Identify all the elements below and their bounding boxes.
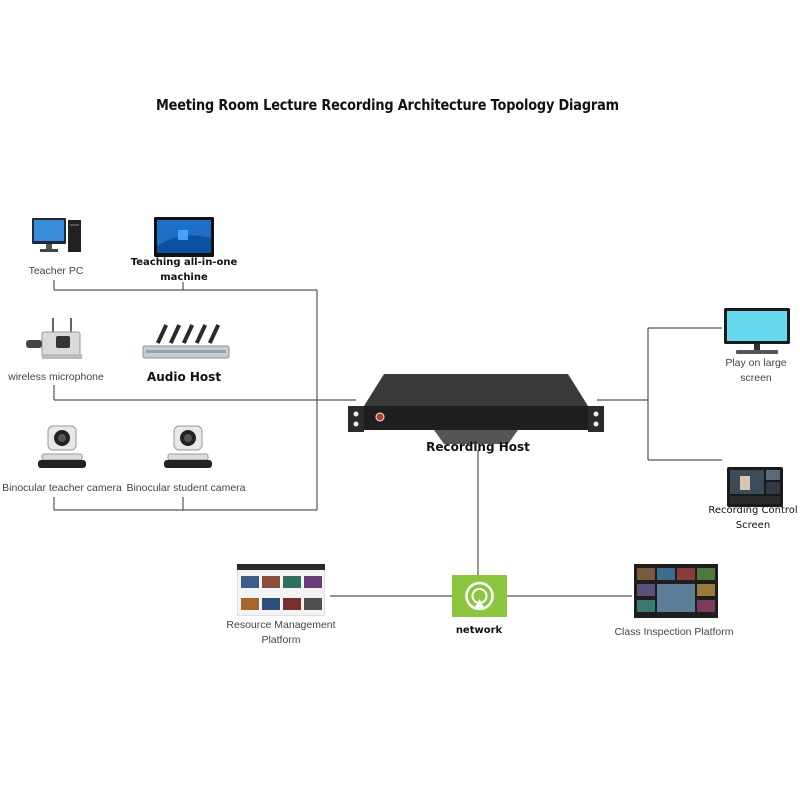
wireless-microphone-icon <box>26 318 82 359</box>
recording-control-screen-label: Recording Control Screen <box>708 505 798 531</box>
recording-control-screen-icon <box>727 467 783 507</box>
teaching-all-in-one-label: Teaching all-in-one machine <box>130 257 238 283</box>
binocular-student-camera-icon <box>164 425 212 468</box>
resource-management-platform-icon <box>237 564 325 616</box>
diagram-title: Meeting Room Lecture Recording Architect… <box>155 96 619 114</box>
network-label: network <box>455 625 503 636</box>
audio-host-icon <box>142 324 230 359</box>
recording-host-icon <box>348 374 604 444</box>
resource-management-platform-label: Resource Management Platform <box>226 619 336 646</box>
network-icon <box>452 575 507 617</box>
wireless-microphone-label: wireless microphone <box>8 371 104 383</box>
teacher-pc-label: Teacher PC <box>28 265 84 277</box>
teaching-all-in-one-icon <box>154 217 214 257</box>
binocular-student-camera-label: Binocular student camera <box>126 482 246 494</box>
teacher-pc-icon <box>32 218 81 252</box>
binocular-teacher-camera-icon <box>38 425 86 468</box>
audio-host-label: Audio Host <box>146 370 222 384</box>
large-screen-icon <box>724 308 790 354</box>
recording-host-label: Recording Host <box>426 440 530 454</box>
class-inspection-platform-label: Class Inspection Platform <box>614 626 734 638</box>
binocular-teacher-camera-label: Binocular teacher camera <box>2 482 122 494</box>
class-inspection-platform-icon <box>634 564 718 618</box>
large-screen-label: Play on large screen <box>725 357 787 384</box>
